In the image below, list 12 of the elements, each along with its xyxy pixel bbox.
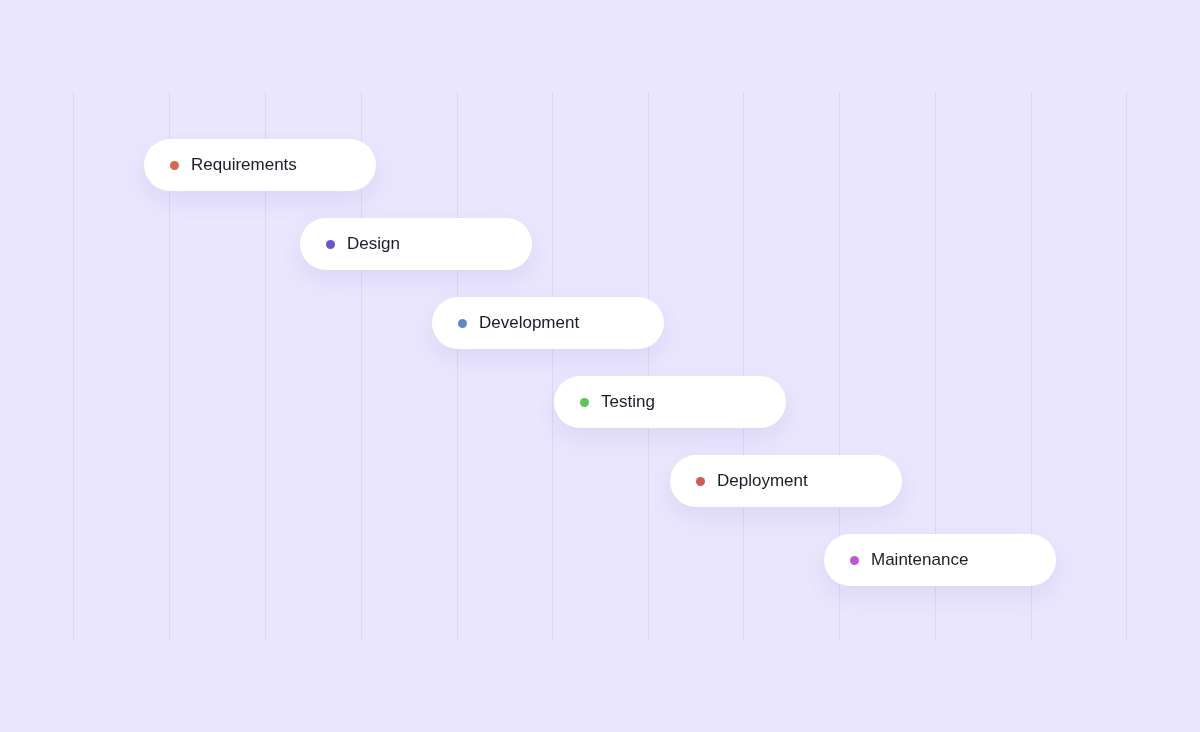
task-label: Testing	[601, 392, 655, 412]
task-pill	[300, 218, 532, 270]
task-pill	[670, 455, 902, 507]
task-pill	[432, 297, 664, 349]
task-label: Maintenance	[871, 550, 969, 570]
task-pill	[144, 139, 376, 191]
task-pill	[824, 534, 1056, 586]
task-pill	[554, 376, 786, 428]
task-label: Development	[479, 313, 580, 333]
task-label: Deployment	[717, 471, 808, 491]
task-label: Requirements	[191, 155, 297, 175]
task-label: Design	[347, 234, 400, 254]
